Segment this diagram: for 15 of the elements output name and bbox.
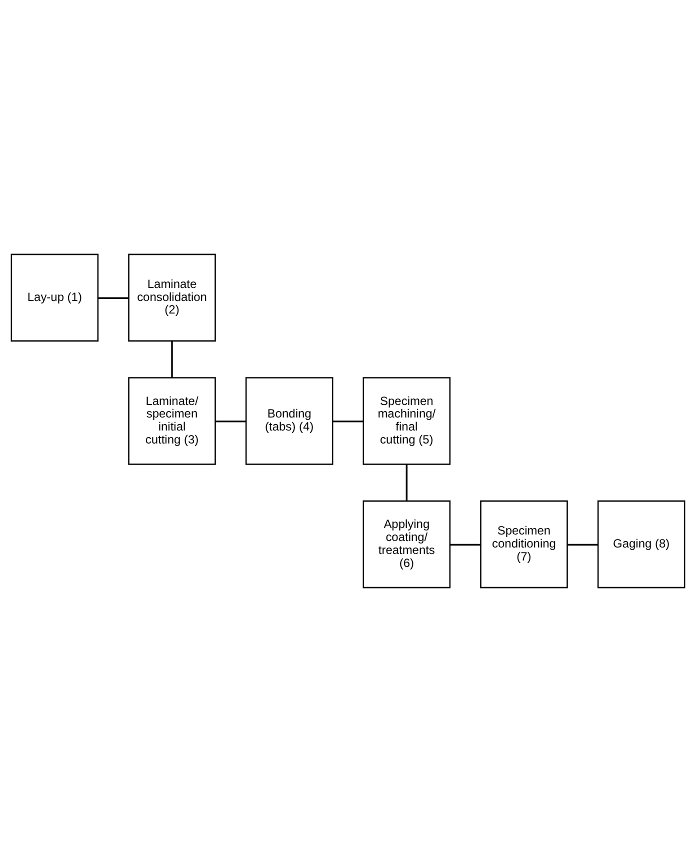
connector xyxy=(171,341,173,378)
node-box: Specimen conditioning (7) xyxy=(480,500,568,588)
connector xyxy=(98,297,128,299)
connector xyxy=(406,464,408,501)
node-box: Lay-up (1) xyxy=(10,254,99,342)
connector xyxy=(332,420,364,422)
node-box: Gaging (8) xyxy=(597,500,686,588)
node-box: Specimen machining/ final cutting (5) xyxy=(362,377,451,465)
connector xyxy=(215,420,246,422)
node-box: Applying coating/ treatments (6) xyxy=(362,500,451,588)
node-box: Laminate consolidation (2) xyxy=(128,254,216,342)
node-box: Laminate/ specimen initial cutting (3) xyxy=(128,377,216,465)
node-box: Bonding (tabs) (4) xyxy=(245,377,334,465)
connector xyxy=(567,544,598,546)
connector xyxy=(450,544,480,546)
